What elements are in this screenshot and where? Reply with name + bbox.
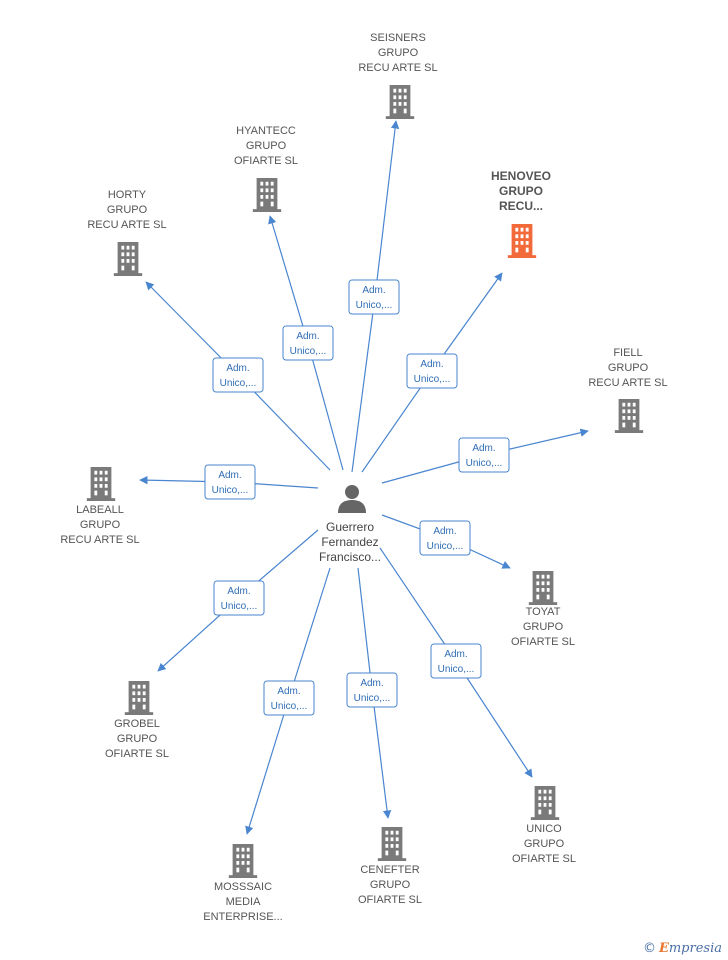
company-node-mosssaic[interactable]: MOSSSAIC MEDIA ENTERPRISE... xyxy=(203,844,283,923)
building-icon xyxy=(507,224,537,258)
role-badge-seisners[interactable]: Adm. Unico,... xyxy=(348,279,400,315)
role-badge-toyat[interactable]: Adm. Unico,... xyxy=(419,520,471,556)
company-name-line: GRUPO xyxy=(117,733,158,745)
role-text: Unico,... xyxy=(290,346,327,357)
person-node[interactable]: GuerreroFernandezFrancisco... xyxy=(319,485,381,564)
role-text: Adm. xyxy=(360,678,383,689)
company-name-line: GROBEL xyxy=(114,718,160,730)
role-badge-hyantecc[interactable]: Adm. Unico,... xyxy=(282,325,334,361)
company-name-line: MEDIA xyxy=(226,896,262,908)
person-name-line: Fernandez xyxy=(321,535,378,549)
company-name-line: HENOVEO xyxy=(491,169,551,183)
company-name-line: FIELL xyxy=(613,347,642,359)
company-name-line: UNICO xyxy=(526,823,562,835)
company-name-line: GRUPO xyxy=(107,204,148,216)
building-icon xyxy=(228,844,258,878)
role-badge-fiell[interactable]: Adm. Unico,... xyxy=(458,437,510,473)
company-name-line: RECU ARTE SL xyxy=(60,534,139,546)
role-text: Adm. xyxy=(472,443,495,454)
company-node-horty[interactable]: HORTY GRUPO RECU ARTE SL xyxy=(87,189,167,276)
company-name-line: LABEALL xyxy=(76,504,124,516)
building-icon xyxy=(86,467,116,501)
role-badge-horty[interactable]: Adm. Unico,... xyxy=(212,357,264,393)
company-name-line: GRUPO xyxy=(370,879,411,891)
company-node-labeall[interactable]: LABEALL GRUPO RECU ARTE SL xyxy=(60,467,140,546)
role-text: Adm. xyxy=(227,586,250,597)
person-icon xyxy=(338,485,366,513)
empresia-logo: ©Empresia xyxy=(643,941,722,956)
role-badge-unico[interactable]: Adm. Unico,... xyxy=(430,643,482,679)
building-icon xyxy=(124,681,154,715)
company-name-line: MOSSSAIC xyxy=(214,881,272,893)
person-name-line: Guerrero xyxy=(326,520,374,534)
building-icon xyxy=(385,85,415,119)
company-name-line: OFIARTE SL xyxy=(511,636,575,648)
building-icon xyxy=(377,827,407,861)
company-name-line: GRUPO xyxy=(80,519,121,531)
building-icon xyxy=(113,242,143,276)
role-badge-cenefter[interactable]: Adm. Unico,... xyxy=(346,672,398,708)
role-text: Adm. xyxy=(277,686,300,697)
company-name-line: GRUPO xyxy=(608,362,649,374)
role-text: Unico,... xyxy=(427,541,464,552)
role-text: Unico,... xyxy=(220,378,257,389)
building-icon xyxy=(252,178,282,212)
role-text: Unico,... xyxy=(354,693,391,704)
company-name-line: GRUPO xyxy=(246,140,287,152)
role-text: Adm. xyxy=(296,331,319,342)
company-name-line: HORTY xyxy=(108,189,147,201)
role-text: Adm. xyxy=(226,363,249,374)
role-text: Unico,... xyxy=(438,664,475,675)
role-text: Adm. xyxy=(218,470,241,481)
brand-name: mpresia xyxy=(668,941,722,956)
company-node-seisners[interactable]: SEISNERS GRUPO RECU ARTE SL xyxy=(358,32,438,119)
company-name-line: GRUPO xyxy=(523,621,564,633)
role-text: Adm. xyxy=(420,359,443,370)
copyright-symbol: © xyxy=(642,941,656,956)
role-text: Unico,... xyxy=(356,300,393,311)
brand-initial: E xyxy=(658,941,669,956)
company-name-line: RECU ARTE SL xyxy=(87,219,166,231)
role-text: Unico,... xyxy=(466,458,503,469)
role-text: Adm. xyxy=(444,649,467,660)
company-node-toyat[interactable]: TOYAT GRUPO OFIARTE SL xyxy=(511,571,575,648)
role-text: Unico,... xyxy=(221,601,258,612)
company-node-cenefter[interactable]: CENEFTER GRUPO OFIARTE SL xyxy=(358,827,422,906)
role-text: Unico,... xyxy=(414,374,451,385)
company-name-line: GRUPO xyxy=(378,47,419,59)
company-name-line: GRUPO xyxy=(524,838,565,850)
company-name-line: RECU ARTE SL xyxy=(358,62,437,74)
company-node-hyantecc[interactable]: HYANTECC GRUPO OFIARTE SL xyxy=(234,125,298,212)
company-name-line: GRUPO xyxy=(499,184,543,198)
company-name-line: CENEFTER xyxy=(360,864,419,876)
role-badge-grobel[interactable]: Adm. Unico,... xyxy=(213,580,265,616)
role-badge-mosssaic[interactable]: Adm. Unico,... xyxy=(263,680,315,716)
person-name-line: Francisco... xyxy=(319,550,381,564)
building-icon xyxy=(528,571,558,605)
role-text: Unico,... xyxy=(212,485,249,496)
company-node-fiell[interactable]: FIELL GRUPO RECU ARTE SL xyxy=(588,347,668,433)
company-node-unico[interactable]: UNICO GRUPO OFIARTE SL xyxy=(512,786,576,865)
role-badge-labeall[interactable]: Adm. Unico,... xyxy=(204,464,256,500)
building-icon xyxy=(530,786,560,820)
company-name-line: OFIARTE SL xyxy=(512,853,576,865)
company-name-line: OFIARTE SL xyxy=(234,155,298,167)
company-name-line: SEISNERS xyxy=(370,32,426,44)
role-text: Unico,... xyxy=(271,701,308,712)
company-node-henoveo[interactable]: HENOVEOGRUPORECU... xyxy=(491,169,551,258)
company-name-line: RECU... xyxy=(499,199,543,213)
company-node-grobel[interactable]: GROBEL GRUPO OFIARTE SL xyxy=(105,681,169,760)
company-name-line: OFIARTE SL xyxy=(358,894,422,906)
company-name-line: RECU ARTE SL xyxy=(588,377,667,389)
company-name-line: TOYAT xyxy=(526,606,561,618)
company-name-line: OFIARTE SL xyxy=(105,748,169,760)
company-name-line: ENTERPRISE... xyxy=(203,911,282,923)
building-icon xyxy=(614,399,644,433)
role-text: Adm. xyxy=(362,285,385,296)
role-text: Adm. xyxy=(433,526,456,537)
role-badge-henoveo[interactable]: Adm. Unico,... xyxy=(406,353,458,389)
company-name-line: HYANTECC xyxy=(236,125,296,137)
